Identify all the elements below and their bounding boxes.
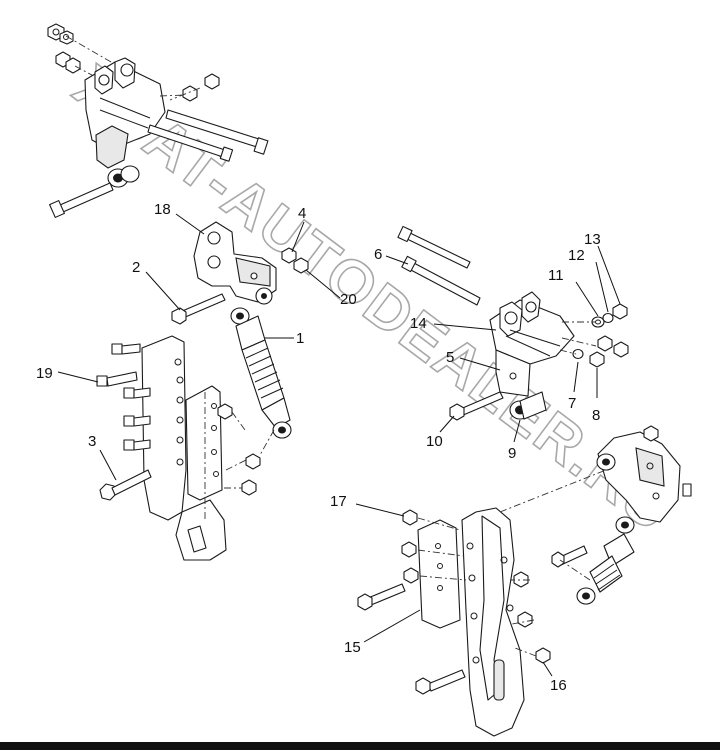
label-2: 2 — [132, 259, 140, 276]
nut-upper-right-1 — [182, 85, 198, 102]
label-6: 6 — [374, 246, 382, 263]
bolt-left-1 — [111, 343, 141, 355]
bolt-left-5 — [123, 439, 151, 451]
part-3-bolt — [99, 469, 152, 501]
callouts: 1 2 3 4 5 6 7 8 9 10 11 12 13 — [36, 201, 621, 694]
nut-right-lower-2 — [401, 541, 417, 558]
latch-bracket-right — [596, 431, 692, 523]
nut-right-upper-extra-2 — [613, 341, 629, 358]
label-19: 19 — [36, 365, 53, 382]
part-14-upper-bracket — [489, 291, 575, 365]
bolt-right-lower-shock — [551, 545, 588, 568]
main-right-frame-bracket — [461, 507, 525, 737]
bolt-right-lower-long-2 — [415, 669, 466, 695]
nut-top-4 — [65, 57, 81, 74]
bolt-right-lower-long-1 — [357, 583, 406, 611]
part-12-washer — [602, 312, 614, 324]
label-15: 15 — [344, 639, 361, 656]
label-9: 9 — [508, 445, 516, 462]
part-6-long-bolt-a — [397, 225, 471, 269]
nut-right-lower-top — [643, 425, 659, 442]
label-7: 7 — [568, 395, 576, 412]
label-8: 8 — [592, 407, 600, 424]
bottom-border — [0, 742, 720, 750]
part-4-nut-b — [293, 257, 309, 274]
part-2-bolt — [171, 293, 226, 325]
label-17: 17 — [330, 493, 347, 510]
right-upper-mount-assembly — [397, 225, 629, 421]
bolt-left-4 — [123, 415, 151, 427]
label-20: 20 — [340, 291, 357, 308]
nut-left-right-3 — [241, 479, 257, 496]
bushing-upper — [107, 165, 140, 188]
bolt-upper-lower — [49, 182, 114, 218]
nut-upper-right-2 — [204, 73, 220, 90]
label-4: 4 — [298, 205, 306, 222]
long-bolt-upper-2 — [147, 124, 234, 162]
part-13-nut — [612, 303, 628, 320]
part-6-long-bolt-b — [401, 255, 481, 306]
part-8-nut — [589, 351, 605, 368]
nut-left-right-2 — [245, 453, 261, 470]
nut-left-right-1 — [217, 403, 233, 420]
label-5: 5 — [446, 349, 454, 366]
part-15-plate — [417, 519, 461, 629]
label-18: 18 — [154, 201, 171, 218]
shock-absorber-right — [576, 516, 635, 605]
bolt-left-3 — [123, 387, 151, 399]
part-18-latch-bracket — [193, 221, 277, 305]
nut-right-lower-side-1 — [513, 571, 529, 588]
left-frame-bracket — [141, 335, 227, 561]
nut-right-lower-3 — [403, 567, 419, 584]
part-19-bolt — [96, 371, 138, 387]
upper-left-mount-assembly — [47, 23, 269, 218]
part-4-nut-a — [281, 247, 297, 264]
right-lower-shock-assembly — [357, 425, 692, 737]
nut-right-lower-side-2 — [517, 611, 533, 628]
long-bolt-upper-1 — [165, 109, 269, 155]
nut-right-upper-extra-1 — [597, 335, 613, 352]
label-3: 3 — [88, 433, 96, 450]
upper-left-bracket — [84, 57, 166, 169]
part-17-nut — [402, 509, 418, 526]
label-11: 11 — [548, 267, 564, 284]
label-16: 16 — [550, 677, 567, 694]
left-shock-assembly — [96, 221, 309, 561]
label-1: 1 — [296, 330, 304, 347]
part-9-bushing — [509, 391, 547, 420]
nut-top-2 — [59, 30, 74, 45]
label-12: 12 — [568, 247, 585, 264]
part-1-shock-absorber — [230, 307, 292, 439]
label-10: 10 — [426, 433, 443, 450]
part-16-nut — [535, 647, 551, 664]
label-13: 13 — [584, 231, 601, 248]
label-14: 14 — [410, 315, 427, 332]
part-7-washer — [572, 348, 584, 360]
